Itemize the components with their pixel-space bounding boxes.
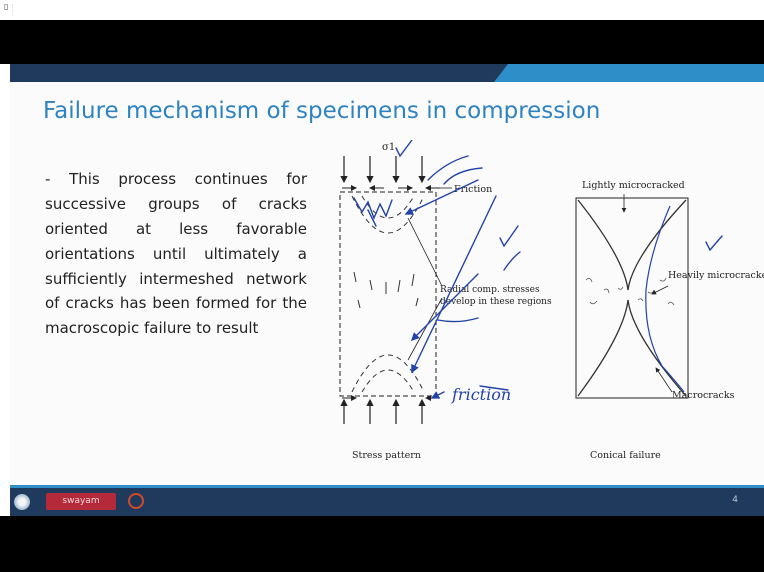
failure-figure: σ1 Friction Radial comp. stresses develo…: [328, 140, 764, 470]
conical-specimen-outline: [575, 197, 689, 399]
conical-failure-caption: Conical failure: [590, 450, 661, 461]
lightly-microcracked-label: Lightly microcracked: [582, 180, 685, 191]
handwritten-friction-note: friction: [451, 385, 511, 404]
specimen-outline: [339, 191, 437, 397]
bottom-black-bar: [0, 516, 764, 572]
friction-label: Friction: [454, 184, 492, 195]
figure-svg: σ1 Friction Radial comp. stresses develo…: [339, 140, 764, 461]
stress-pattern-panel: σ1 Friction Radial comp. stresses develo…: [339, 140, 723, 461]
radial-label-line1: Radial comp. stresses: [440, 285, 540, 295]
page-number: 4: [732, 495, 738, 505]
slide-title: Failure mechanism of specimens in compre…: [43, 98, 601, 124]
heavily-leader: [651, 285, 669, 295]
radial-label-line2: develop in these regions: [440, 297, 552, 307]
radial-leaders: [407, 217, 443, 361]
macrocracks-leader: [655, 367, 673, 393]
handwritten-annotations: [353, 140, 723, 399]
bottom-load-arrows: [340, 398, 426, 424]
slide: Failure mechanism of specimens in compre…: [10, 64, 764, 516]
top-strip: ▯: [0, 0, 764, 21]
macrocracks-label: Macrocracks: [672, 390, 735, 401]
institute-logo-icon: [14, 494, 30, 510]
conical-failure-panel: Lightly microcracked Heavily microcracke…: [575, 180, 764, 461]
top-grid: [12, 4, 752, 16]
window-mark-icon: ▯: [4, 2, 9, 11]
top-black-bar: [0, 20, 764, 64]
microcrack-marks: [585, 277, 675, 306]
stress-trajectories: [351, 195, 425, 393]
slide-footer-bar: swayam 4: [10, 485, 764, 516]
macrocrack-line: [645, 205, 685, 393]
slide-header-accent: [494, 64, 764, 82]
heavily-microcracked-label: Heavily microcracked: [668, 270, 764, 281]
top-load-arrows: [340, 156, 426, 184]
stress-pattern-caption: Stress pattern: [352, 450, 421, 461]
crack-ticks: [353, 271, 419, 309]
cone-curves: [577, 199, 687, 397]
sigma-label: σ1: [382, 142, 395, 153]
nptel-logo-icon: [128, 493, 144, 509]
slide-body-text: - This process continues for successive …: [45, 170, 307, 338]
swayam-logo: swayam: [46, 493, 116, 510]
